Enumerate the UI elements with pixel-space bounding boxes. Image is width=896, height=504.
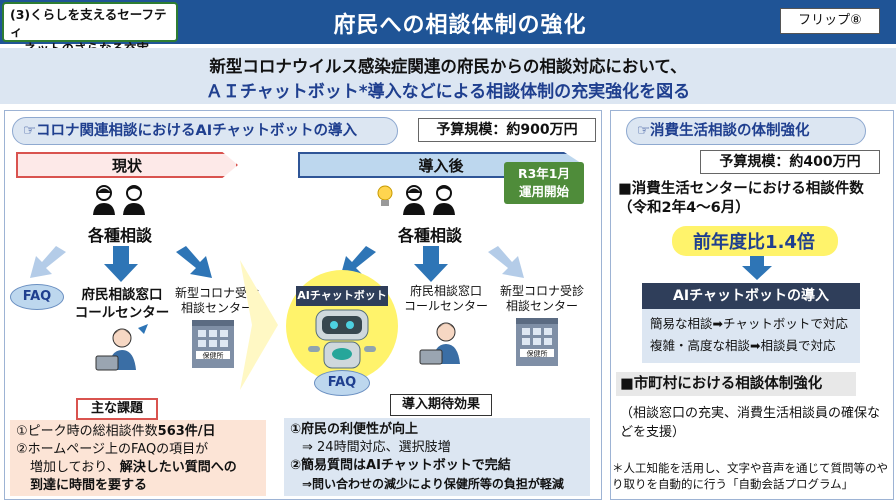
person-icon xyxy=(403,185,425,215)
ai-chatbot-heading: AIチャットボットの導入 xyxy=(642,283,860,309)
issue-2-line3-bold: 到達に時間を要する xyxy=(30,478,148,493)
hoken-sign-current: 保健所 xyxy=(203,351,224,360)
consult-label-after: 各種相談 xyxy=(397,226,462,245)
issue-2-line2-bold: 解決したい質問への xyxy=(119,460,237,475)
callcenter-line1: 府民相談窓口 xyxy=(81,287,163,303)
municipal-note: （相談窓口の充実、消費生活相談員の確保などを支援） xyxy=(620,406,881,440)
badge-line2: 運用開始 xyxy=(518,184,569,199)
transition-arrow xyxy=(240,260,278,390)
issue-2-line3: 到達に時間を要する xyxy=(16,477,260,495)
section-tag-line1: (3)くらしを支えるセーフティ xyxy=(10,7,167,39)
consult-count-title: ■消費生活センターにおける相談件数 （令和2年4～6月） xyxy=(618,180,890,218)
count-title-line1: ■消費生活センターにおける相談件数 xyxy=(618,181,864,197)
building-icon: 保健所 xyxy=(192,320,234,368)
intro-line1: 新型コロナウイルス感染症関連の府民からの相談対応において、 xyxy=(209,57,687,76)
ratio-highlight xyxy=(672,226,838,256)
current-status-arrow: 現状 xyxy=(16,152,238,178)
effect-1-sub: ⇒ 24時間対応、選択肢増 xyxy=(302,440,451,455)
section-tag: (3)くらしを支えるセーフティ ネットのさらなる充実 xyxy=(2,2,178,56)
arrow-left-down-icon xyxy=(30,246,66,278)
faq-oval-current: FAQ xyxy=(10,284,64,310)
robot-icon xyxy=(308,309,376,369)
operator-icon xyxy=(92,324,148,371)
page-title: 府民への相談体制の強化 xyxy=(333,13,587,38)
left-budget: 予算規模：約900万円 xyxy=(418,118,596,142)
building-icon: 保健所 xyxy=(516,318,558,366)
intro-band xyxy=(0,48,896,104)
count-title-line2: （令和2年4～6月） xyxy=(618,200,750,216)
effect-2-sub: ⇒問い合わせの減少により保健所等の負担が軽減 xyxy=(302,477,564,491)
footnote: ＊人工知能を活用し、文字や音声を通じて質問等のやり取りを自動的に行う「自動会話プ… xyxy=(612,461,888,491)
flip-label: フリップ⑧ xyxy=(780,8,880,34)
issue-1: ①ピーク時の総相談件数563件/日 xyxy=(16,423,260,441)
right-panel-title: ☞消費生活相談の体制強化 xyxy=(626,117,866,145)
issues-title: 主な課題 xyxy=(76,398,158,420)
effect-1: ①府民の利便性が向上 xyxy=(290,422,419,437)
ratio-value: 前年度比1.4倍 xyxy=(693,232,815,253)
callcenter-line2: コールセンター xyxy=(74,305,170,321)
callcenter-after-line2: コールセンター xyxy=(403,299,488,313)
consult-label-current: 各種相談 xyxy=(87,226,152,245)
start-date-badge: R3年1月 運用開始 xyxy=(504,162,584,204)
arrow-down-icon xyxy=(104,246,138,282)
intro-line2: ＡＩチャットボット*導入などによる相談体制の充実強化を図る xyxy=(205,82,691,102)
issue-2-line2: 増加しており、解決したい質問への xyxy=(16,459,260,477)
arrow-right-down-icon xyxy=(488,246,524,278)
ai-row-1: 簡易な相談➡チャットボットで対応 xyxy=(650,316,848,331)
ai-chatbot-body: 簡易な相談➡チャットボットで対応 複雑・高度な相談➡相談員で対応 xyxy=(642,309,860,363)
effects-title: 導入期待効果 xyxy=(390,394,492,416)
issue-1-number: 563件/日 xyxy=(157,424,216,439)
arrow-down-icon xyxy=(414,246,448,282)
ai-row-2: 複雑・高度な相談➡相談員で対応 xyxy=(650,338,836,353)
badge-line1: R3年1月 xyxy=(517,166,571,181)
corona-center-after: 新型コロナ受診 相談センター xyxy=(494,284,590,314)
right-budget: 予算規模：約400万円 xyxy=(700,150,880,174)
person-icon xyxy=(123,185,145,215)
issue-2-line1: ②ホームページ上のFAQの項目が xyxy=(16,442,209,457)
hoken-sign-after: 保健所 xyxy=(527,349,548,358)
issue-1-text: ①ピーク時の総相談件数 xyxy=(16,424,158,439)
chatbot-label: AIチャットボット xyxy=(296,286,388,306)
callcenter-after-line1: 府民相談窓口 xyxy=(409,284,482,298)
arrow-down-icon xyxy=(742,256,772,280)
operator-icon xyxy=(419,322,460,365)
callcenter-current: 府民相談窓口 コールセンター xyxy=(70,286,174,322)
arrow-right-down-icon xyxy=(176,246,212,278)
lightbulb-icon xyxy=(377,185,393,206)
corona-center-after-line2: 相談センター xyxy=(505,299,578,313)
faq-oval-after: FAQ xyxy=(314,370,370,396)
effect-2: ②簡易質問はAIチャットボットで完結 xyxy=(290,458,511,473)
person-icon xyxy=(93,185,115,215)
municipal-heading: ■市町村における相談体制強化 xyxy=(616,372,856,396)
issues-box: ①ピーク時の総相談件数563件/日 ②ホームページ上のFAQの項目が 増加してお… xyxy=(10,420,266,496)
issue-2-line2-text: 増加しており、 xyxy=(30,460,120,475)
corona-center-after-line1: 新型コロナ受診 xyxy=(499,284,584,298)
corona-center-current: 新型コロナ受診 相談センター xyxy=(172,286,262,316)
effects-box: ①府民の利便性が向上 ⇒ 24時間対応、選択肢増 ②簡易質問はAIチャットボット… xyxy=(284,418,590,496)
callcenter-after: 府民相談窓口 コールセンター xyxy=(398,284,494,314)
corona-center-line2: 相談センター xyxy=(180,301,253,315)
person-icon xyxy=(433,185,455,215)
corona-center-line1: 新型コロナ受診 xyxy=(174,286,259,300)
left-panel-title: ☞コロナ関連相談におけるAIチャットボットの導入 xyxy=(12,117,398,145)
